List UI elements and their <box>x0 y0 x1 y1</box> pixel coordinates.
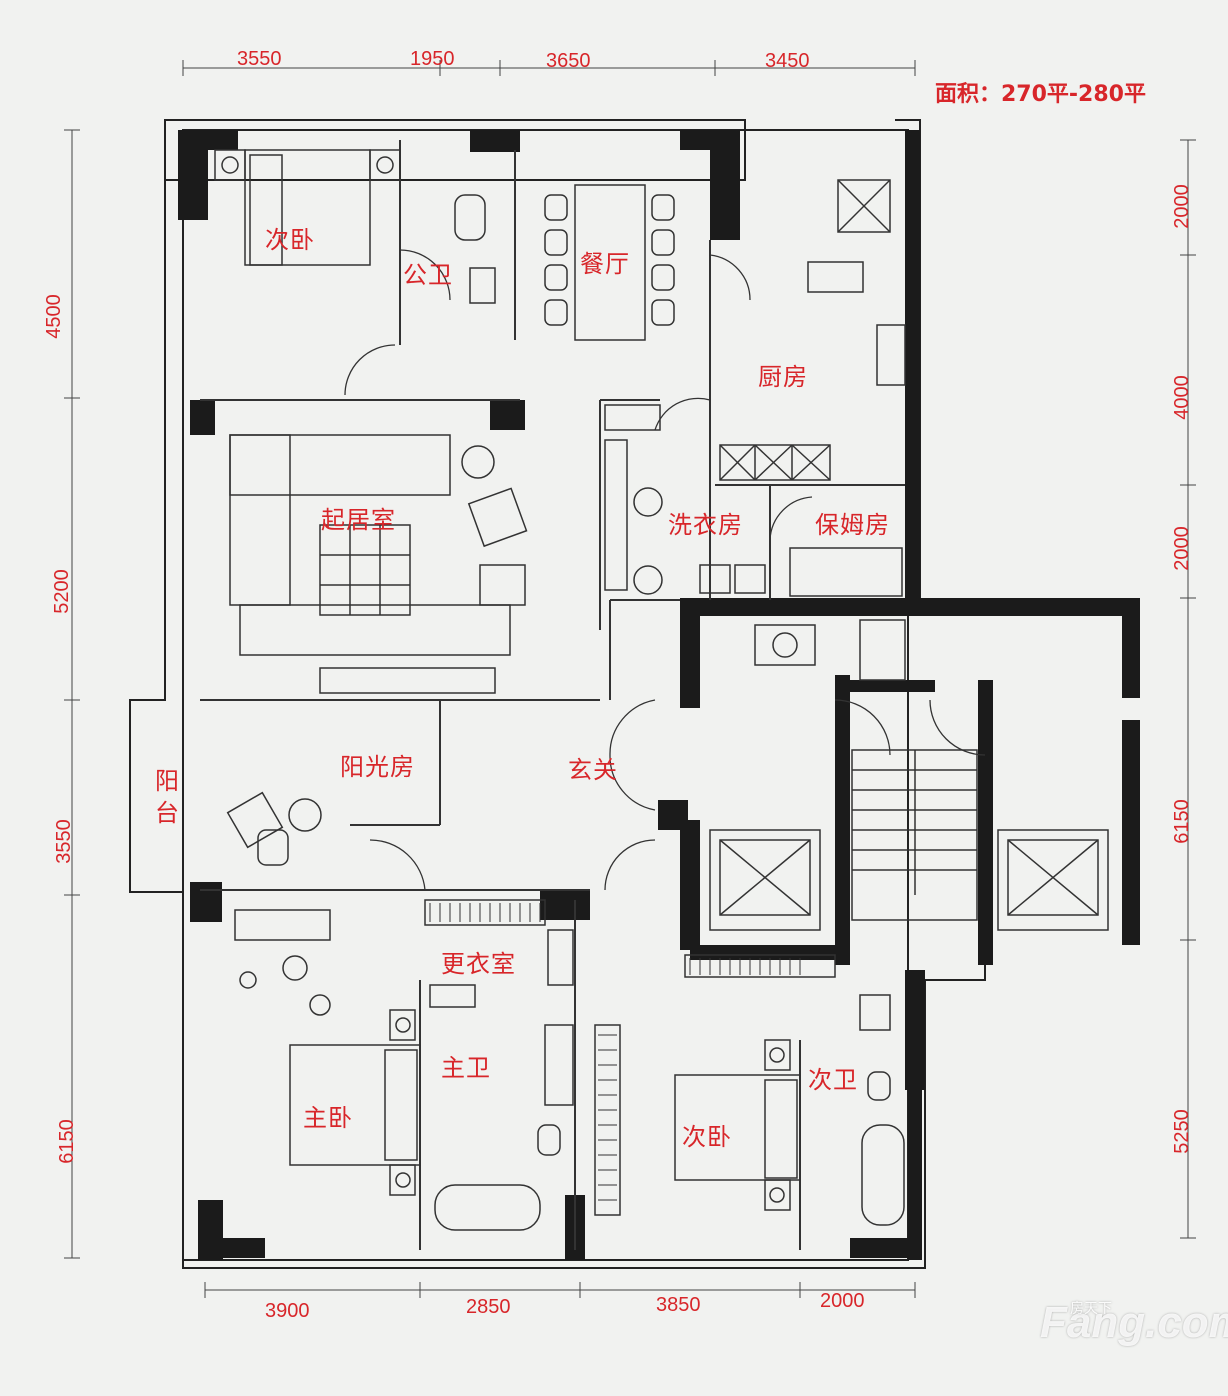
dim-left-2: 5200 <box>50 569 73 614</box>
outer-walls <box>129 119 986 1269</box>
dim-right-4: 6150 <box>1170 799 1193 844</box>
fang-watermark-cn: 房天下 <box>1070 1301 1112 1317</box>
dim-left-1: 4500 <box>42 294 65 339</box>
wardrobe-hatching <box>429 903 801 1201</box>
dim-top-4: 3450 <box>765 50 810 72</box>
room-label-walk-in-closet: 更衣室 <box>441 950 516 978</box>
room-label-maid-room: 保姆房 <box>815 511 890 539</box>
dimension-lines <box>64 60 1196 1298</box>
door-swings <box>344 249 986 891</box>
room-label-sunroom: 阳光房 <box>340 753 415 781</box>
room-label-public-bath: 公卫 <box>403 261 453 289</box>
furniture <box>214 149 1109 1231</box>
room-label-kitchen: 厨房 <box>758 363 808 391</box>
dim-bottom-2: 2850 <box>466 1296 511 1318</box>
dim-right-5: 5250 <box>1170 1109 1193 1154</box>
dim-bottom-1: 3900 <box>265 1300 310 1322</box>
room-label-dining: 餐厅 <box>580 250 630 278</box>
dim-top-2: 1950 <box>410 48 455 70</box>
dim-left-4: 6150 <box>55 1119 78 1164</box>
dim-bottom-4: 2000 <box>820 1290 865 1312</box>
dim-top-1: 3550 <box>237 48 282 70</box>
fang-watermark-logo: Fang.com <box>1040 1298 1228 1347</box>
room-label-bedroom-nw: 次卧 <box>265 226 315 254</box>
room-label-master-bedroom: 主卧 <box>303 1104 353 1132</box>
dim-left-3: 3550 <box>52 819 75 864</box>
room-label-bath-se: 次卫 <box>808 1066 858 1094</box>
room-label-living: 起居室 <box>321 506 396 534</box>
dim-right-2: 4000 <box>1170 375 1193 420</box>
room-label-laundry: 洗衣房 <box>668 511 743 539</box>
dim-bottom-3: 3850 <box>656 1294 701 1316</box>
room-label-bedroom-se: 次卧 <box>682 1123 732 1151</box>
dim-right-1: 2000 <box>1170 184 1193 229</box>
room-label-balcony: 阳台 <box>155 767 180 827</box>
thick-walls <box>178 130 1140 1260</box>
dim-top-3: 3650 <box>546 50 591 72</box>
area-note: 面积：270平-280平 <box>935 82 1146 107</box>
dim-right-3: 2000 <box>1170 526 1193 571</box>
room-label-foyer: 玄关 <box>568 756 618 784</box>
room-label-master-bath: 主卫 <box>441 1054 491 1082</box>
